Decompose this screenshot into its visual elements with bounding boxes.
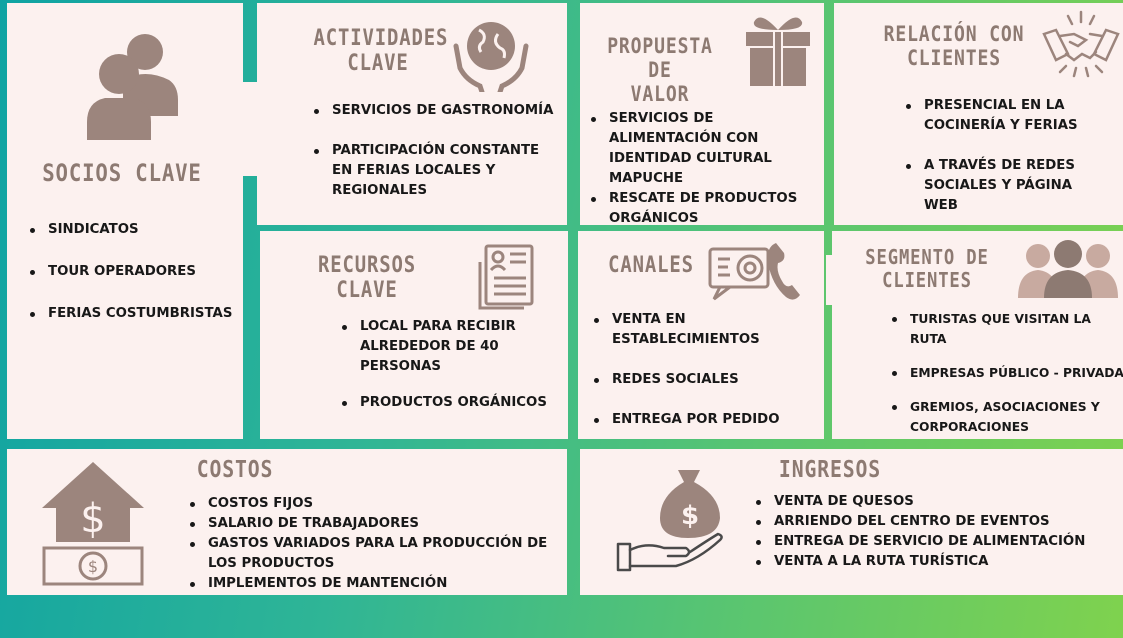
list-item: ARRIENDO DEL CENTRO DE EVENTOS	[752, 512, 1112, 532]
segmento-clientes-notch	[826, 255, 838, 305]
relacion-clientes-title: Relación con clientes	[877, 22, 1032, 70]
socios-clave-list: SINDICATOS TOUR OPERADORES FERIAS COSTUM…	[26, 220, 236, 324]
ingresos-title: Ingresos	[778, 457, 882, 483]
list-item: SERVICIOS DE ALIMENTACIÓN CON IDENTIDAD …	[587, 109, 817, 189]
list-item: ENTREGA DE SERVICIO DE ALIMENTACIÓN	[752, 532, 1112, 552]
actividades-clave-title: Actividades clave	[313, 26, 449, 77]
recursos-clave-title: Recursos clave	[317, 253, 417, 304]
recursos-clave-panel	[260, 231, 568, 439]
svg-text:$: $	[80, 496, 105, 542]
list-item: TOUR OPERADORES	[26, 262, 236, 282]
costos-list: COSTOS FIJOS SALARIO DE TRABAJADORES GAS…	[186, 494, 556, 594]
contact-phone-icon	[706, 237, 802, 305]
document-icon	[476, 242, 538, 312]
svg-text:$: $	[88, 557, 98, 576]
svg-text:$: $	[681, 501, 699, 531]
canales-panel	[578, 231, 824, 439]
relacion-clientes-list: PRESENCIAL EN LA COCINERÍA Y FERIAS A TR…	[902, 96, 1102, 216]
actividades-clave-title-line1: Actividades	[313, 26, 449, 51]
ingresos-list: VENTA DE QUESOS ARRIENDO DEL CENTRO DE E…	[752, 492, 1112, 572]
list-item: VENTA DE QUESOS	[752, 492, 1112, 512]
actividades-clave-list: SERVICIOS DE GASTRONOMÍA PARTICIPACIÓN C…	[310, 101, 560, 201]
gift-icon	[742, 12, 814, 88]
list-item: TURISTAS QUE VISITAN LA RUTA	[888, 309, 1123, 349]
list-item: EMPRESAS PÚBLICO - PRIVADA	[888, 363, 1123, 383]
people-icon	[83, 30, 183, 140]
group-icon	[1016, 236, 1120, 298]
list-item: COSTOS FIJOS	[186, 494, 556, 514]
list-item: A TRAVÉS DE REDES SOCIALES Y PÁGINA WEB	[902, 156, 1102, 216]
segmento-clientes-list: TURISTAS QUE VISITAN LA RUTA EMPRESAS PÚ…	[888, 309, 1123, 437]
socios-clave-title: Socios clave	[42, 159, 202, 187]
list-item: REDES SOCIALES	[590, 370, 820, 390]
canales-title: Canales	[608, 253, 694, 278]
list-item: SALARIO DE TRABAJADORES	[186, 514, 556, 534]
house-money-icon: $ $	[38, 460, 148, 586]
list-item: VENTA A LA RUTA TURÍSTICA	[752, 552, 1112, 572]
list-item: LOCAL PARA RECIBIR ALREDEDOR DE 40 PERSO…	[338, 317, 558, 377]
globe-hands-icon	[452, 16, 530, 92]
propuesta-valor-list: SERVICIOS DE ALIMENTACIÓN CON IDENTIDAD …	[587, 109, 817, 229]
list-item: GASTOS VARIADOS PARA LA PRODUCCIÓN DE LO…	[186, 534, 556, 574]
socios-clave-notch	[243, 82, 261, 176]
list-item: VENTA EN ESTABLECIMIENTOS	[590, 310, 820, 350]
list-item: SERVICIOS DE GASTRONOMÍA	[310, 101, 560, 121]
recursos-clave-list: LOCAL PARA RECIBIR ALREDEDOR DE 40 PERSO…	[338, 317, 558, 413]
actividades-clave-panel	[257, 3, 567, 225]
segmento-clientes-title: Segmento de clientes	[863, 246, 992, 292]
relacion-clientes-title-line1: Relación con	[883, 22, 1025, 46]
segmento-clientes-title-line1: Segmento de	[865, 245, 989, 269]
list-item: SINDICATOS	[26, 220, 236, 240]
list-item: PRODUCTOS ORGÁNICOS	[338, 393, 558, 413]
list-item: RESCATE DE PRODUCTOS ORGÁNICOS	[587, 189, 817, 229]
relacion-clientes-title-line2: clientes	[907, 46, 1001, 71]
list-item: GREMIOS, ASOCIACIONES Y CORPORACIONES	[888, 397, 1123, 437]
actividades-clave-title-line2: clave	[347, 51, 409, 77]
list-item: ENTREGA POR PEDIDO	[590, 410, 820, 430]
propuesta-valor-title: Propuesta de valor	[596, 34, 725, 106]
handshake-icon	[1040, 10, 1122, 80]
list-item: PRESENCIAL EN LA COCINERÍA Y FERIAS	[902, 96, 1102, 136]
list-item: IMPLEMENTOS DE MANTENCIÓN	[186, 574, 556, 594]
canales-list: VENTA EN ESTABLECIMIENTOS REDES SOCIALES…	[590, 310, 820, 430]
costos-title: Costos	[196, 457, 274, 483]
list-item: FERIAS COSTUMBRISTAS	[26, 304, 236, 324]
money-bag-hand-icon: $	[616, 462, 736, 582]
list-item: PARTICIPACIÓN CONSTANTE EN FERIAS LOCALE…	[310, 141, 560, 201]
relacion-clientes-panel	[834, 3, 1123, 225]
propuesta-valor-title-line2: valor	[630, 82, 690, 107]
segmento-clientes-title-line2: clientes	[882, 268, 972, 292]
propuesta-valor-title-line1: Propuesta de	[607, 34, 713, 83]
